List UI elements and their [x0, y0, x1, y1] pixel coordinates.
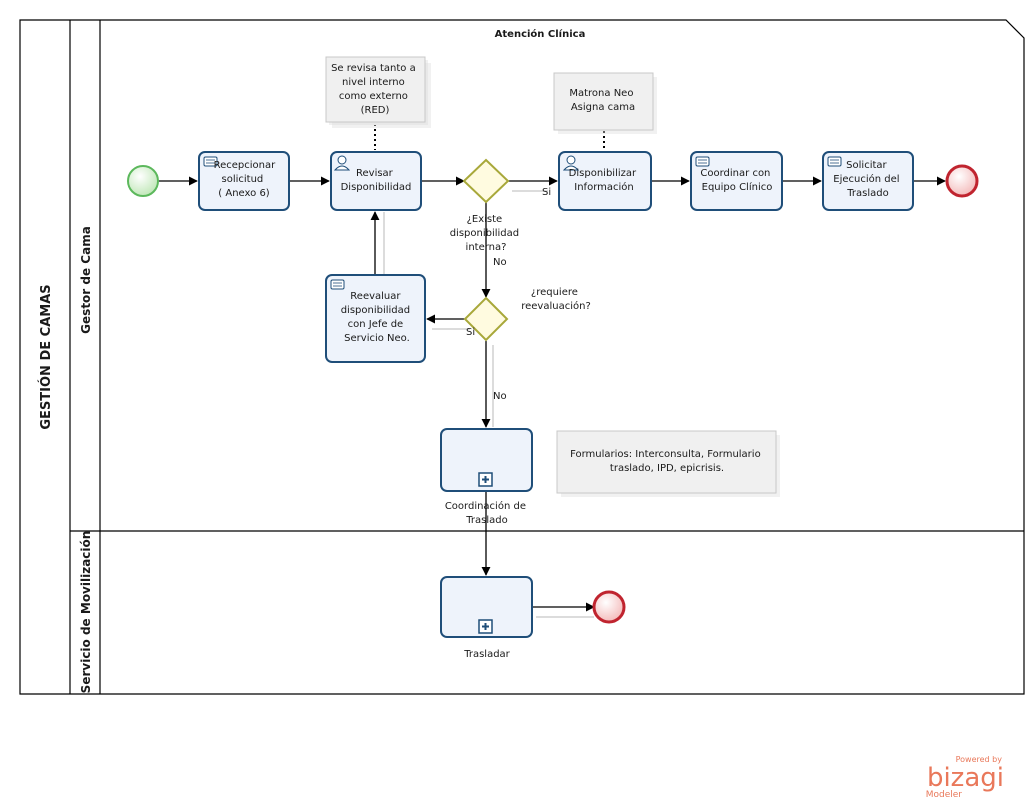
end-event-traslado[interactable]: [592, 590, 626, 624]
task-label-line: Información: [574, 181, 633, 193]
start-event[interactable]: [127, 165, 159, 197]
gateway-question: ¿Existe: [467, 214, 503, 225]
user-task-icon: [562, 155, 580, 171]
subprocess-label: Trasladar: [463, 649, 510, 660]
task-label-line: Recepcionar: [214, 160, 277, 171]
pool-header: Atención Clínica: [495, 28, 586, 40]
watermark-brand: bizagi: [927, 763, 1004, 793]
svg-text:Solicitar Ejecución del: Solicitar Ejecución del Traslado: [833, 160, 902, 199]
svg-text:Reevaluar disponibilidad: Reevaluar disponibilidad con Jefe de Ser…: [341, 291, 414, 344]
gateway-existe-disponibilidad[interactable]: ¿Existe disponibilidad interna? Si No: [450, 158, 551, 268]
annotation-formularios: Formularios: Interconsulta, Formulario t…: [556, 430, 780, 497]
watermark-bottom: Modeler: [926, 790, 963, 800]
svg-text:Revisar Disponibilidad: Revisar Disponibilidad: [341, 168, 412, 193]
gateway-question: ¿requiere: [531, 287, 578, 298]
svg-text:Trasladar: Trasladar: [463, 649, 510, 660]
lane-gestor: Gestor de Cama: [79, 226, 93, 334]
task-label-line: con Jefe de: [348, 319, 404, 330]
task-coordinar[interactable]: Coordinar con Equipo Clínico: [690, 151, 783, 211]
service-task-icon: [695, 156, 710, 167]
gateway-question: reevaluación?: [521, 300, 591, 312]
annotation-line: como externo: [339, 91, 408, 102]
annotation-line: Matrona Neo: [569, 88, 633, 99]
svg-text:Disponibilizar Informaci: Disponibilizar Información: [569, 168, 640, 193]
task-reevaluar[interactable]: Reevaluar disponibilidad con Jefe de Ser…: [325, 274, 426, 363]
gateway-requiere-reevaluacion[interactable]: ¿requiere reevaluación? Si No: [463, 287, 591, 402]
task-label-line: Disponibilizar: [569, 168, 637, 179]
task-revisar[interactable]: Revisar Disponibilidad: [330, 151, 422, 211]
subprocess-trasladar[interactable]: Trasladar: [440, 576, 533, 660]
user-task-icon: [333, 155, 351, 171]
svg-text:Matrona Neo Asigna cama: Matrona Neo Asigna cama: [569, 88, 636, 113]
lane-movilizacion: Servicio de Movilización: [79, 531, 93, 694]
annotation-line: Asigna cama: [571, 102, 635, 113]
task-label-line: Revisar: [356, 168, 394, 179]
svg-text:¿requiere reevaluación?: ¿requiere reevaluación?: [521, 287, 591, 312]
expand-plus-icon[interactable]: [478, 472, 493, 487]
expand-plus-icon[interactable]: [478, 619, 493, 634]
task-solicitar[interactable]: Solicitar Ejecución del Traslado: [822, 151, 914, 211]
task-recepcionar[interactable]: Recepcionar solicitud ( Anexo 6): [198, 151, 290, 211]
gateway-question: interna?: [466, 242, 507, 253]
task-label-line: solicitud: [222, 174, 264, 185]
sequence-flows: [158, 176, 946, 618]
task-label-line: ( Anexo 6): [218, 188, 270, 199]
bizagi-watermark: Powered by bizagi Modeler: [926, 755, 1004, 800]
pool-name: GESTIÓN DE CAMAS: [38, 284, 54, 429]
task-label-line: Servicio Neo.: [344, 333, 410, 344]
task-label-line: Disponibilidad: [341, 182, 412, 193]
annotation-line: (RED): [361, 105, 390, 116]
task-label-line: Traslado: [846, 188, 888, 199]
subprocess-label: Coordinación de: [445, 500, 526, 512]
svg-text:Formularios: Interconsulta, Fo: Formularios: Interconsulta, Formulario t…: [570, 449, 764, 474]
watermark-top: Powered by: [956, 755, 1003, 764]
service-task-icon: [827, 156, 842, 167]
subprocess-coordinacion-traslado[interactable]: Coordinación de Traslado: [440, 428, 533, 526]
annotation-line: Se revisa tanto a: [331, 63, 416, 74]
gateway-no-label: No: [493, 257, 507, 268]
task-label-line: Solicitar: [846, 160, 887, 171]
annotation-matrona: Matrona Neo Asigna cama: [553, 72, 657, 134]
gateway-yes-label: Si: [542, 187, 551, 198]
svg-text:Se revisa tanto a nivel: Se revisa tanto a nivel interno como ext…: [331, 63, 419, 116]
task-label-line: Reevaluar: [350, 291, 401, 302]
svg-text:¿Existe disponibilidad: ¿Existe disponibilidad interna?: [450, 214, 523, 253]
annotation-red: Se revisa tanto a nivel interno como ext…: [325, 56, 431, 128]
task-label-line: Ejecución del: [833, 173, 899, 185]
service-task-icon: [330, 279, 345, 290]
gateway-question: disponibilidad: [450, 228, 519, 239]
svg-text:Coordinar con Equipo Cl: Coordinar con Equipo Clínico: [700, 168, 773, 193]
gateway-no-label: No: [493, 391, 507, 402]
gateway-yes-label: Si: [466, 327, 475, 338]
task-label-line: Coordinar con: [700, 168, 770, 179]
service-task-icon: [203, 156, 218, 167]
annotation-line: traslado, IPD, epicrisis.: [610, 463, 724, 474]
svg-text:Recepcionar solicitud: Recepcionar solicitud ( Anexo 6): [214, 160, 279, 199]
task-disponibilizar[interactable]: Disponibilizar Información: [558, 151, 652, 211]
task-label-line: Equipo Clínico: [702, 181, 773, 193]
annotation-line: nivel interno: [342, 77, 405, 88]
svg-text:Coordinación de Traslado: Coordinación de Traslado: [445, 500, 529, 526]
subprocess-label: Traslado: [465, 515, 507, 526]
annotation-line: Formularios: Interconsulta, Formulario: [570, 449, 761, 460]
end-event[interactable]: [945, 164, 979, 198]
task-label-line: disponibilidad: [341, 305, 410, 316]
